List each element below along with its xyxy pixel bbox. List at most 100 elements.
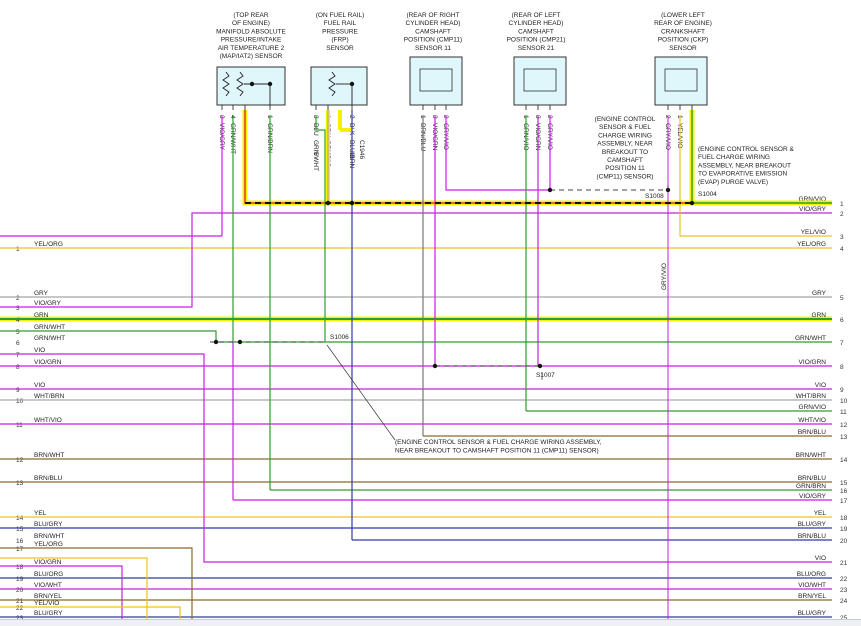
left-wire-label: BLU/ORG — [34, 571, 63, 578]
right-row-number: 10 — [840, 398, 848, 405]
leader-line — [326, 344, 396, 441]
wire-vio-grn-low — [0, 565, 123, 619]
annotation-s1004: (EVAP) PURGE VALVE) — [698, 179, 768, 186]
splice-dot — [325, 200, 331, 206]
right-wire-label: VIO — [815, 382, 826, 389]
right-row-number: 25 — [840, 615, 848, 619]
left-wire-label: VIO/GRY — [34, 300, 62, 307]
left-row-number: 19 — [16, 576, 24, 583]
splice-dot — [537, 363, 543, 369]
right-wire-label: BRN/YEL — [798, 593, 826, 600]
right-wire-label: BRN/BLU — [798, 533, 826, 540]
left-row-number: 21 — [16, 598, 24, 605]
left-row-number: 11 — [16, 422, 23, 429]
resistor-symbol — [328, 71, 336, 97]
resistor-symbol — [236, 71, 244, 97]
right-row-number: 22 — [840, 576, 848, 583]
right-row-number: 23 — [840, 587, 848, 594]
left-row-number: 5 — [16, 329, 20, 336]
splice-label-s1004: S1004 — [698, 191, 717, 198]
component-title-cmp21: POSITION (CMP21) — [507, 37, 566, 44]
connector-label: 5 — [312, 152, 319, 156]
right-row-number: 1 — [840, 201, 844, 208]
window-bottom-edge — [0, 619, 861, 626]
sensor-inner-cmp11 — [419, 68, 453, 92]
annotation-s1004: ASSEMBLY, NEAR BREAKOUT — [698, 162, 791, 169]
connector-label: GRN/WHT — [312, 140, 319, 171]
component-title-map: (MAP/IAT2) SENSOR — [220, 53, 283, 60]
left-row-number: 14 — [16, 515, 24, 522]
right-wire-label: GRN/VIO — [799, 404, 826, 411]
annotation-s1004: TO EVAPORATIVE EMISSION — [698, 171, 788, 178]
right-wire-label: YEL/ORG — [797, 241, 826, 248]
sensor-inner-ckp — [664, 68, 698, 92]
sensor-inner-cmp21 — [523, 68, 557, 92]
left-row-number: 17 — [16, 546, 24, 553]
component-title-map: OF ENGINE) — [232, 20, 270, 27]
right-row-number: 6 — [840, 317, 844, 324]
left-row-number: 4 — [16, 317, 20, 324]
right-wire-label: VIO/WHT — [798, 582, 826, 589]
wire-gry-vio — [445, 115, 550, 191]
left-wire-label: VIO/GRN — [34, 359, 62, 366]
right-row-number: 2 — [840, 211, 844, 218]
left-wire-label: GRN/WHT — [34, 335, 65, 342]
left-row-number: 2 — [16, 295, 20, 302]
splice-dot — [237, 339, 243, 345]
left-row-number: 13 — [16, 480, 24, 487]
left-row-number: 20 — [16, 587, 24, 594]
right-row-number: 21 — [840, 560, 848, 567]
left-row-number: 15 — [16, 526, 24, 533]
splice-dot — [349, 200, 355, 206]
right-row-number: 17 — [840, 498, 848, 505]
left-wire-label: VIO — [34, 382, 45, 389]
annotation-s1008: CAMSHAFT — [607, 157, 643, 164]
annotation-s1008: (ENGINE CONTROL — [595, 116, 656, 123]
left-row-number: 22 — [16, 605, 24, 612]
left-wire-label: BLU/GRY — [34, 521, 63, 528]
vertical-wire-label: GRY/VIO — [661, 263, 668, 290]
component-title-frp: (ON FUEL RAIL) — [316, 12, 365, 19]
wire-vio-gry — [0, 212, 832, 308]
component-title-frp: (FRP) — [331, 37, 348, 44]
annotation-s1004: FUEL CHARGE WIRING — [698, 154, 770, 161]
right-row-number: 8 — [840, 364, 844, 371]
wire-grn-wht — [0, 330, 832, 343]
right-wire-label: YEL — [814, 510, 827, 517]
component-title-map: (TOP REAR — [233, 12, 268, 19]
left-wire-label: BRN/BLU — [34, 475, 62, 482]
right-row-number: 16 — [840, 488, 848, 495]
annotation-s1004: (ENGINE CONTROL SENSOR & — [698, 146, 794, 153]
left-wire-label: BRN/YEL — [34, 593, 62, 600]
annotation-s1008: SENSOR & FUEL — [599, 124, 651, 131]
right-row-number: 20 — [840, 538, 848, 545]
right-wire-label: BLU/GRY — [798, 610, 827, 617]
component-title-ckp: (LOWER LEFT — [661, 12, 705, 19]
right-row-number: 14 — [840, 457, 848, 464]
connector-label: C1946 — [358, 140, 365, 160]
component-title-frp: FUEL RAIL — [324, 20, 357, 27]
right-wire-label: VIO/GRN — [799, 359, 827, 366]
right-wire-label: BLU/GRY — [798, 521, 827, 528]
right-wire-label: BRN/BLU — [798, 475, 826, 482]
right-row-number: 13 — [840, 434, 848, 441]
right-row-number: 15 — [840, 480, 848, 487]
component-title-cmp21: SENSOR 21 — [518, 45, 555, 52]
left-row-number: 9 — [16, 387, 20, 394]
splice-label-s1008: S1008 — [645, 193, 664, 200]
component-title-cmp11: POSITION (CMP11) — [404, 37, 462, 44]
right-row-number: 3 — [840, 234, 844, 241]
left-row-number: 7 — [16, 352, 20, 359]
left-wire-label: GRN/WHT — [34, 324, 65, 331]
left-row-number: 10 — [16, 398, 24, 405]
annotation-s1008: ASSEMBLY, NEAR — [597, 141, 653, 148]
left-wire-label: WHT/VIO — [34, 417, 62, 424]
right-wire-label: GRN — [812, 312, 827, 319]
left-wire-label: WHT/BRN — [34, 393, 65, 400]
right-wire-label: GRN/WHT — [795, 335, 826, 342]
left-wire-label: GRN — [34, 312, 49, 319]
component-title-frp: PRESSURE — [322, 28, 358, 35]
left-wire-label: YEL/ORG — [34, 241, 63, 248]
